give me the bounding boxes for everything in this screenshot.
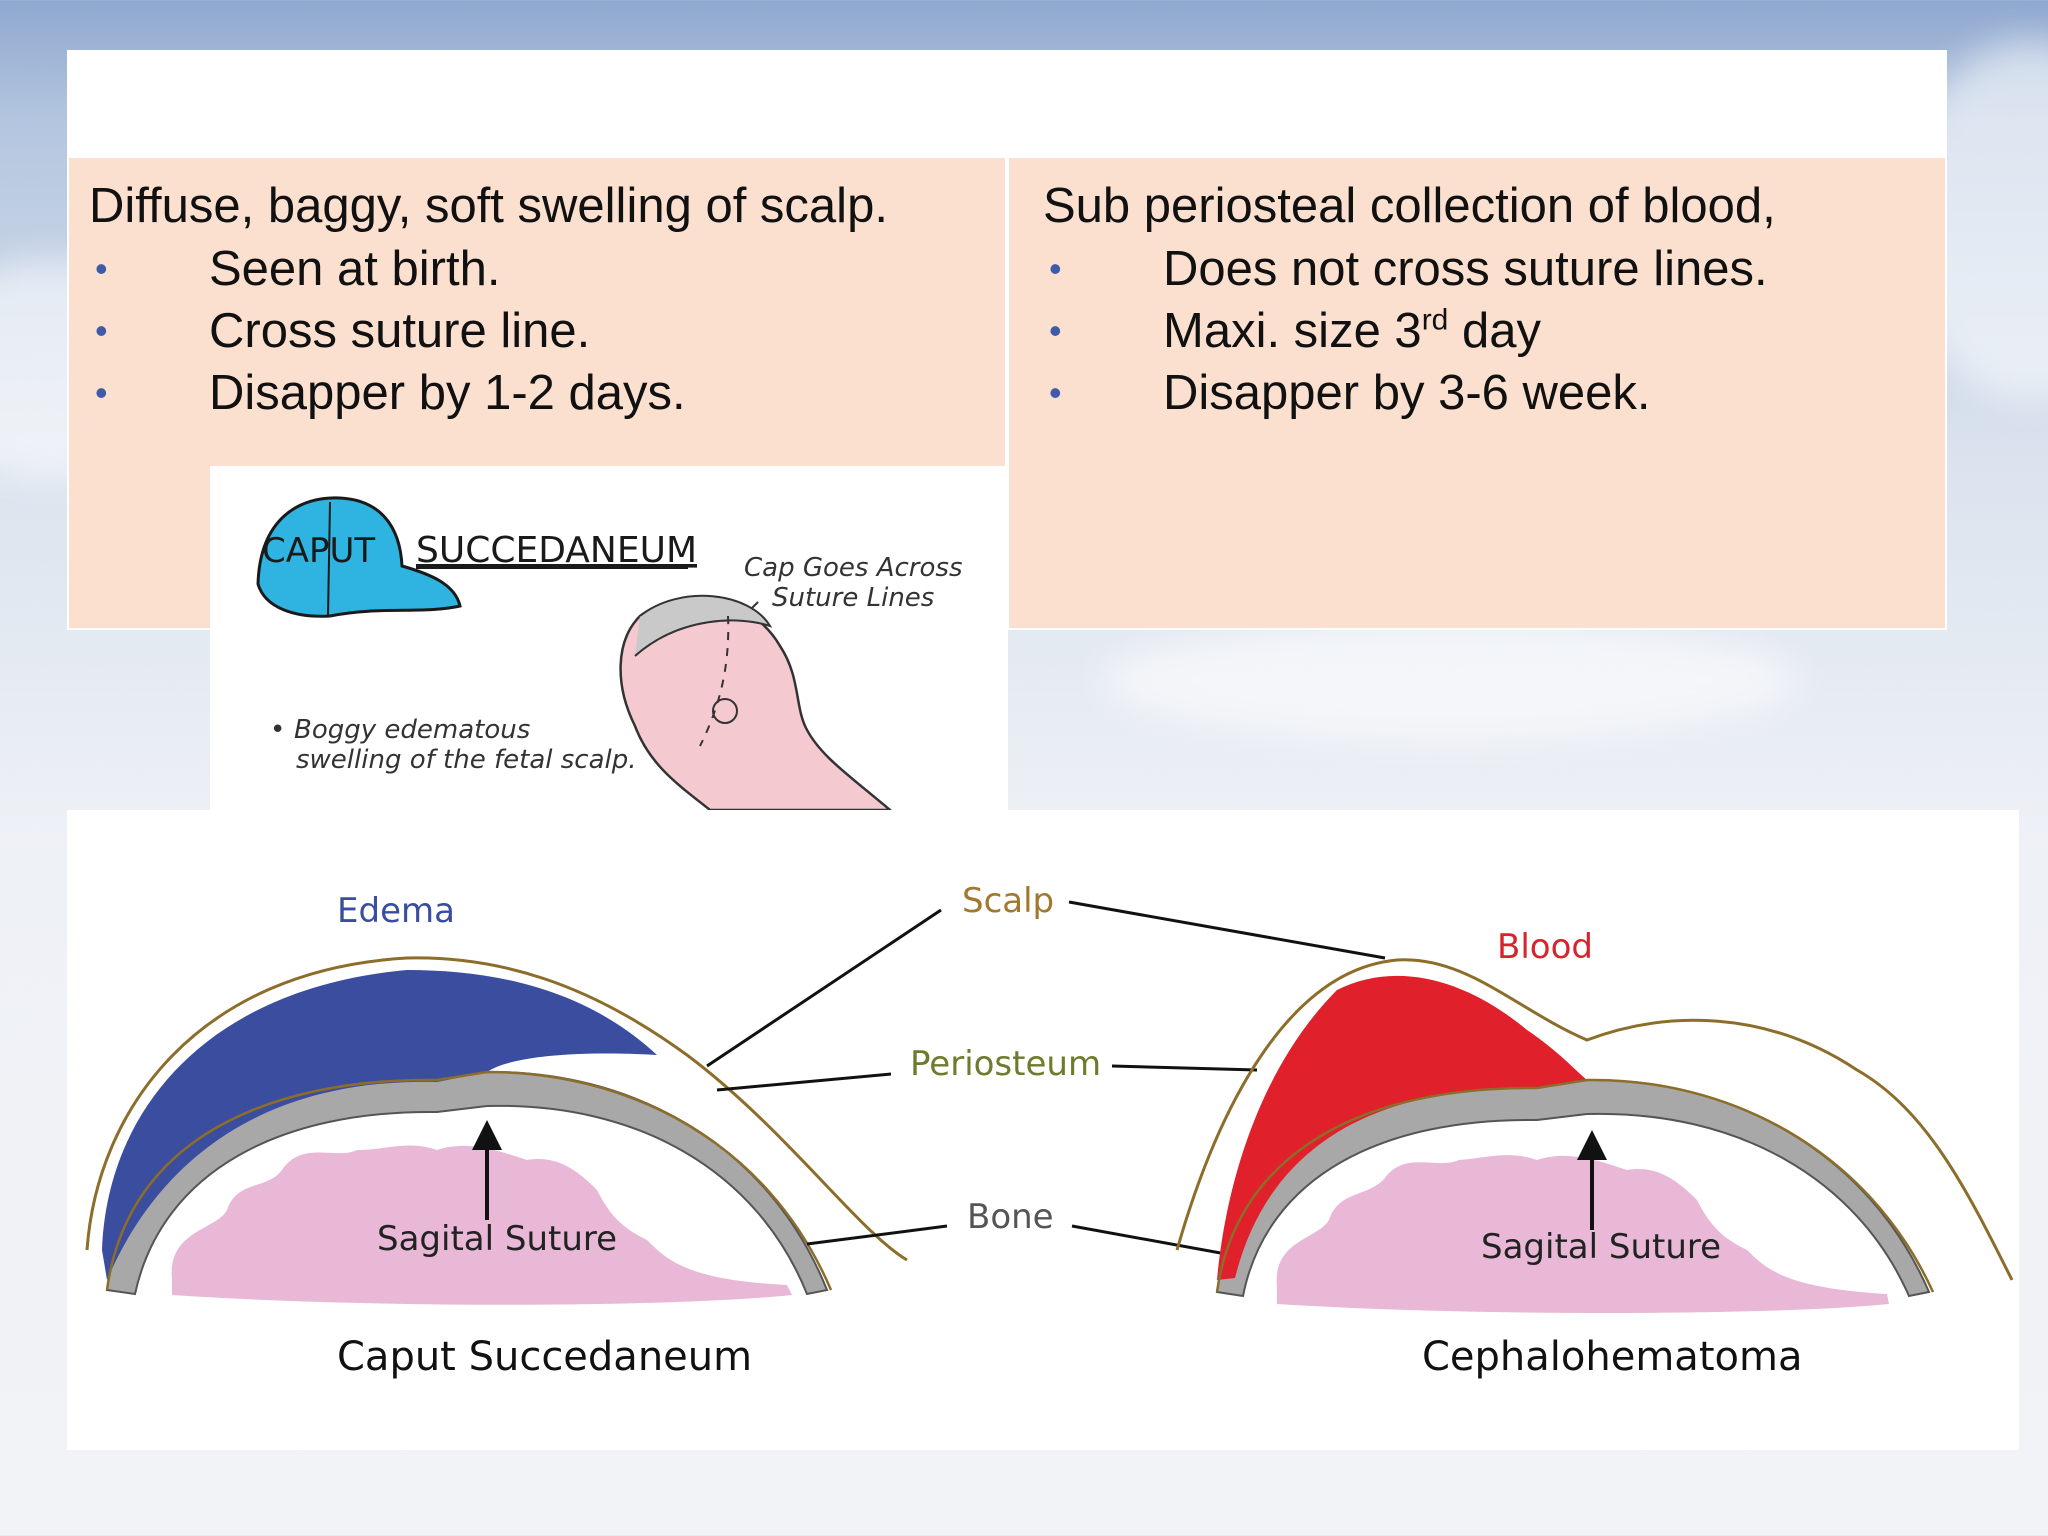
periosteum-left <box>105 1070 833 1291</box>
bullet-icon: • <box>1049 310 1062 351</box>
cap-icon <box>256 496 462 618</box>
arrow-up-icon <box>1577 1130 1607 1160</box>
comparison-diagram-svg: Sagital Suture Caput Succedaneum Edema S… <box>85 881 2014 1380</box>
brain-left <box>171 1145 792 1305</box>
caput-heading: Diffuse, baggy, soft swelling of scalp. <box>89 179 888 233</box>
title-area <box>67 50 1947 158</box>
list-item: •Disapper by 1-2 days. <box>89 362 985 424</box>
bullet-icon: • <box>1049 248 1062 289</box>
scalp-leader-right <box>1068 900 1386 960</box>
edema-label: Edema <box>337 891 455 931</box>
arrow-up-icon <box>472 1120 502 1150</box>
scalp-right <box>1175 958 2014 1281</box>
inset-title: SUCCEDANEUM <box>416 530 697 571</box>
scalp-leader-left <box>706 908 942 1068</box>
caput-diagram: Sagital Suture Caput Succedaneum Edema <box>85 891 908 1380</box>
list-item: •Cross suture line. <box>89 300 985 362</box>
bone-leader-right <box>1071 1224 1238 1258</box>
list-item: •Seen at birth. <box>89 238 985 300</box>
caput-illustration-svg: CAPUT SUCCEDANEUM Cap Goes Across Suture… <box>256 496 963 810</box>
bullet-icon: • <box>1049 372 1062 413</box>
list-item: •Disapper by 3-6 week. <box>1043 362 1925 424</box>
list-item: •Maxi. size 3rd day <box>1043 300 1925 362</box>
caption-cephalohematoma: Cephalohematoma <box>1422 1334 1802 1380</box>
comparison-diagram: Sagital Suture Caput Succedaneum Edema S… <box>67 810 2019 1450</box>
suture-label-left: Sagital Suture <box>377 1219 617 1259</box>
brain-right <box>1276 1155 1889 1313</box>
cap-note-line1: Cap Goes Across <box>744 553 963 583</box>
list-item: •Does not cross suture lines. <box>1043 238 1925 300</box>
inset-bullet-icon: • <box>270 715 285 745</box>
cephalohematoma-diagram: Sagital Suture Cephalohematoma Blood <box>1175 927 2014 1380</box>
bullet-icon: • <box>95 310 108 351</box>
periosteum-leader-right <box>1111 1064 1258 1072</box>
cephalohematoma-cell: Sub periosteal collection of blood, •Doe… <box>1007 158 1947 630</box>
periosteum-label: Periosteum <box>910 1044 1101 1084</box>
suture-label-right: Sagital Suture <box>1481 1227 1721 1267</box>
bullet-icon: • <box>95 248 108 289</box>
periosteum-right <box>1215 1078 1935 1293</box>
cap-note-line2: Suture Lines <box>772 583 934 613</box>
blood-region <box>1217 975 1587 1280</box>
inset-bullet-line2: swelling of the fetal scalp. <box>296 745 637 775</box>
scalp-label: Scalp <box>962 881 1054 921</box>
bone-label: Bone <box>967 1197 1054 1237</box>
scalp-left <box>85 956 908 1262</box>
blood-label: Blood <box>1497 927 1593 967</box>
cephalohematoma-heading: Sub periosteal collection of blood, <box>1043 179 1776 233</box>
comparison-table: Diffuse, baggy, soft swelling of scalp. … <box>67 158 1947 630</box>
periosteum-leader-left <box>716 1072 892 1092</box>
edema-region <box>102 970 657 1280</box>
caput-illustration: CAPUT SUCCEDANEUM Cap Goes Across Suture… <box>210 466 1008 810</box>
caput-bullets: •Seen at birth. •Cross suture line. •Dis… <box>89 238 985 424</box>
bullet-icon: • <box>95 372 108 413</box>
cap-label: CAPUT <box>262 531 375 571</box>
caption-caput: Caput Succedaneum <box>337 1334 752 1380</box>
cephalohematoma-bullets: •Does not cross suture lines. •Maxi. siz… <box>1043 238 1925 424</box>
bone-leader-left <box>806 1224 948 1246</box>
inset-bullet-line1: Boggy edematous <box>294 715 530 745</box>
